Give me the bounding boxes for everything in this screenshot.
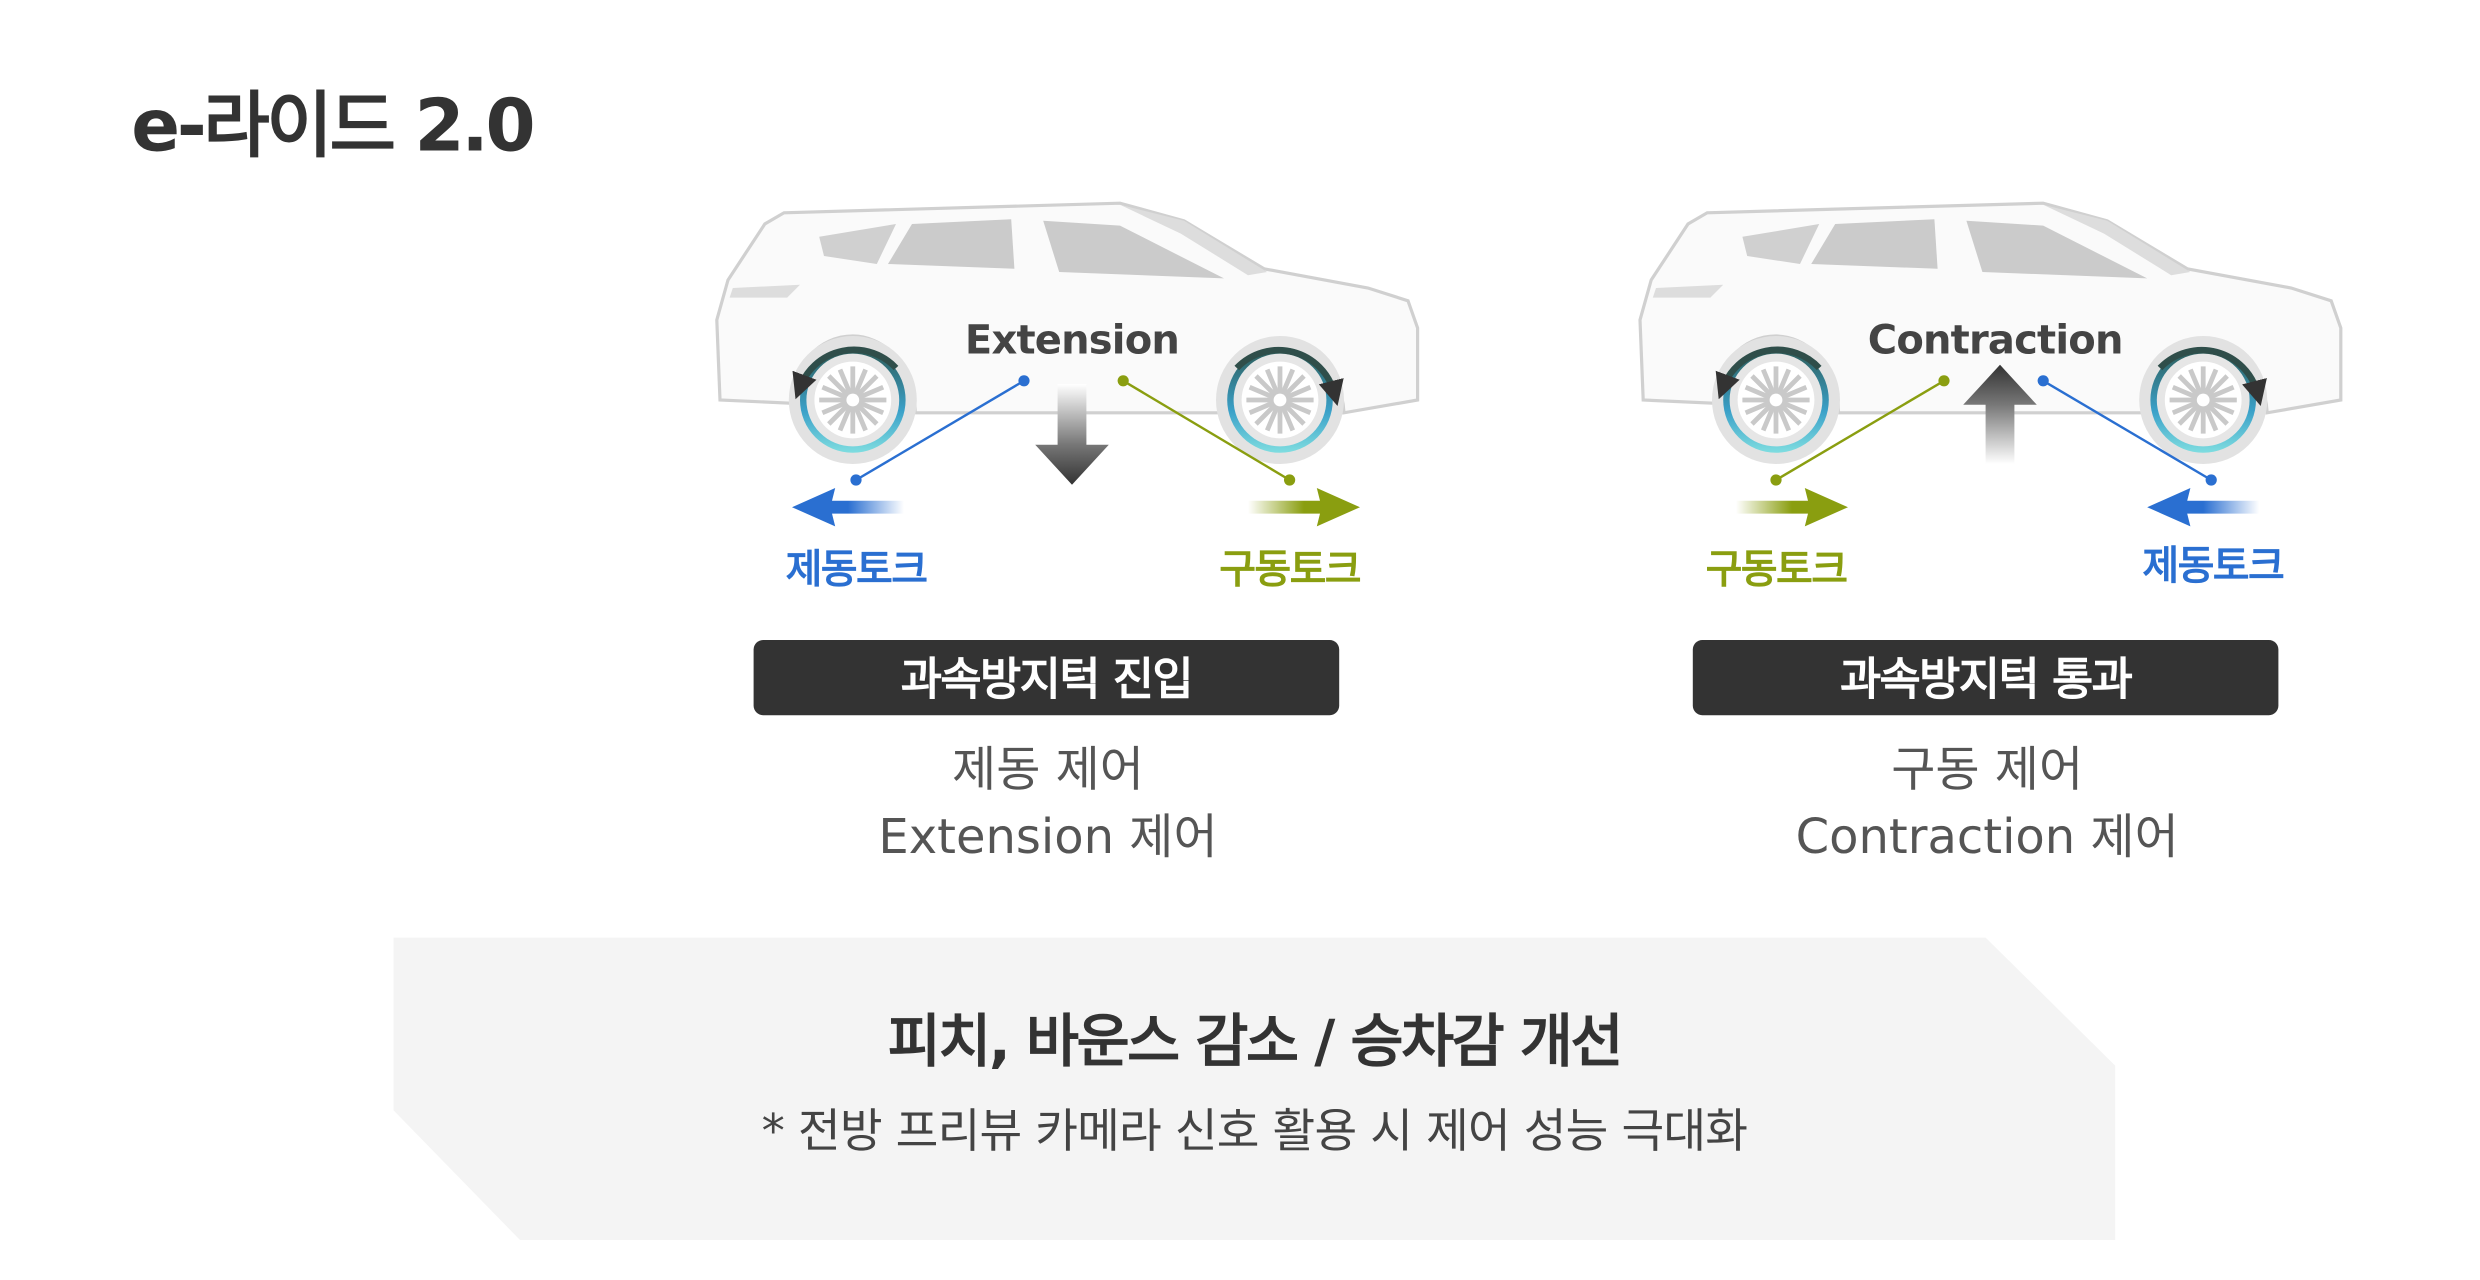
- control-line-2: Contraction 제어: [1796, 809, 2179, 865]
- car-extension: Extension 제동토크 구동토크 과속방지턱 진입 제동 제어 Exten…: [715, 201, 1420, 865]
- brake-torque-label: 제동토크: [786, 546, 928, 592]
- control-line-1: 제동 제어: [952, 742, 1144, 798]
- drive-torque-label: 구동토크: [1219, 546, 1361, 592]
- summary-panel: [393, 937, 2116, 1240]
- rotation-arrow-icon: [792, 346, 899, 400]
- brake-torque-label: 제동토크: [2142, 543, 2284, 589]
- panel-title: 피치, 바운스 감소 / 승차감 개선: [888, 1008, 1621, 1075]
- drive-torque-label: 구동토크: [1706, 546, 1848, 592]
- car-contraction: Contraction 구동토크 제동토크 과속방지턱 통과 구동 제어 Con…: [1638, 201, 2343, 865]
- badge: [1692, 640, 2279, 716]
- badge: [753, 640, 1340, 716]
- front-wheel: [2139, 336, 2267, 464]
- badge-text: 과속방지턱 통과: [1840, 652, 2133, 705]
- mode-label: Extension: [965, 318, 1179, 364]
- rear-wheel: [789, 336, 917, 464]
- control-line-1: 구동 제어: [1891, 742, 2083, 798]
- drive-arrow-icon: [1248, 488, 1360, 527]
- mode-label: Contraction: [1868, 318, 2123, 364]
- badge-text: 과속방지턱 진입: [901, 652, 1192, 705]
- brake-arrow-icon: [792, 488, 904, 527]
- front-wheel: [1216, 336, 1344, 464]
- down-arrow-icon: [1035, 384, 1109, 485]
- rotation-arrow-icon: [1234, 346, 1344, 407]
- brake-arrow-icon: [2147, 488, 2260, 527]
- rotation-arrow-icon: [1715, 346, 1822, 400]
- control-line-2: Extension 제어: [878, 809, 1217, 865]
- drive-arrow-icon: [1736, 488, 1848, 527]
- up-arrow-icon: [1963, 364, 2037, 464]
- rear-wheel: [1712, 336, 1840, 464]
- rotation-arrow-icon: [2157, 346, 2267, 407]
- page-title: e-라이드 2.0: [131, 83, 532, 167]
- panel-note: * 전방 프리뷰 카메라 신호 활용 시 제어 성능 극대화: [762, 1104, 1748, 1158]
